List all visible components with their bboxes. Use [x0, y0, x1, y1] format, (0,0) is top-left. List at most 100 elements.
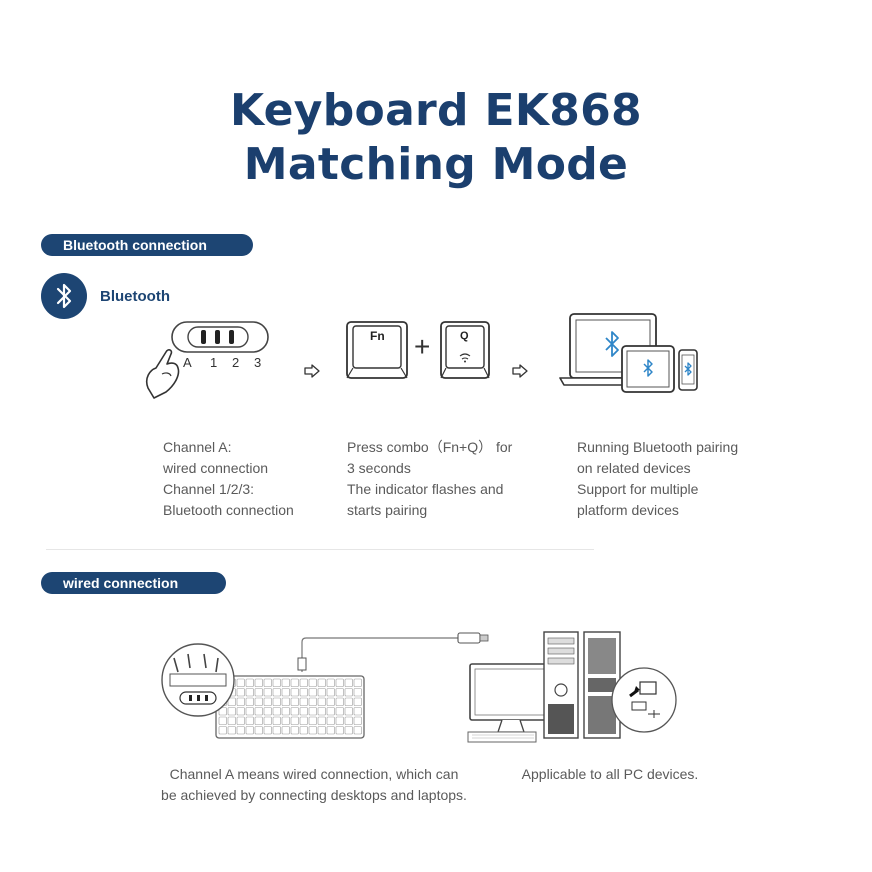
bluetooth-mode-label: Bluetooth	[100, 288, 170, 305]
keycap	[236, 726, 245, 735]
keycap	[263, 716, 272, 725]
keycap	[299, 697, 308, 706]
keycap	[335, 716, 344, 725]
keycap	[236, 678, 245, 687]
keycap	[290, 707, 299, 716]
keycap	[299, 716, 308, 725]
keycap	[344, 697, 353, 706]
bluetooth-icon	[41, 273, 87, 319]
keycap	[344, 716, 353, 725]
wired-caption-pc: Applicable to all PC devices.	[521, 766, 699, 782]
keycap	[272, 697, 281, 706]
keycap	[317, 707, 326, 716]
wired-section-pill: wired connection	[41, 572, 226, 594]
keycap	[272, 678, 281, 687]
keycap	[326, 716, 335, 725]
keycap	[353, 697, 362, 706]
keycap	[326, 707, 335, 716]
keycap	[227, 716, 236, 725]
page-title-line2: Matching Mode	[243, 139, 629, 190]
keycap	[335, 707, 344, 716]
keycap	[344, 707, 353, 716]
keycap	[344, 678, 353, 687]
keycap	[263, 697, 272, 706]
keycap	[281, 697, 290, 706]
desktop-tower-icon	[543, 631, 621, 739]
keycap	[245, 697, 254, 706]
fn-key-icon	[346, 321, 408, 379]
keycap	[218, 707, 227, 716]
step-description-combo: Press combo（Fn+Q） for 3 seconds The indi…	[347, 439, 513, 518]
keycap	[326, 688, 335, 697]
keycap	[308, 707, 317, 716]
magnified-switch-detail	[161, 643, 235, 717]
keyboard-icon	[215, 675, 365, 739]
keycap	[218, 716, 227, 725]
keycap	[272, 707, 281, 716]
keycap	[317, 688, 326, 697]
bluetooth-devices-illustration	[559, 313, 698, 393]
keycap	[299, 707, 308, 716]
keycap	[281, 707, 290, 716]
keycap	[344, 688, 353, 697]
keycap	[353, 707, 362, 716]
keycap	[272, 688, 281, 697]
keycap	[326, 678, 335, 687]
switch-label-3: 3	[254, 355, 262, 370]
plus-sign: +	[414, 331, 431, 362]
keycap	[272, 716, 281, 725]
keycap	[281, 726, 290, 735]
wired-keyboard-illustration	[161, 632, 489, 739]
keycap	[290, 716, 299, 725]
keycap	[326, 726, 335, 735]
keycap	[299, 688, 308, 697]
keycap	[236, 688, 245, 697]
step-description-pairing: Running Bluetooth pairing on related dev…	[577, 439, 739, 518]
keycap	[308, 688, 317, 697]
section-divider	[46, 549, 594, 550]
keycap	[236, 697, 245, 706]
desktop-pc-illustration	[467, 631, 677, 743]
keycap	[290, 697, 299, 706]
keycap	[326, 697, 335, 706]
usb-port-icon	[611, 667, 677, 733]
keycap	[290, 678, 299, 687]
keycap	[272, 726, 281, 735]
keycap	[254, 688, 263, 697]
keycap	[227, 726, 236, 735]
keycap	[308, 726, 317, 735]
keycap	[263, 688, 272, 697]
keycap	[317, 716, 326, 725]
keycap	[245, 688, 254, 697]
hand-pointer-icon	[145, 349, 180, 399]
monitor-icon	[467, 663, 551, 743]
keycap	[263, 678, 272, 687]
keycap	[299, 726, 308, 735]
tablet-icon	[621, 345, 675, 393]
keycap	[236, 707, 245, 716]
keycap	[254, 678, 263, 687]
q-key-icon	[440, 321, 490, 379]
switch-label-1: 1	[210, 355, 218, 370]
phone-icon	[678, 349, 698, 391]
arrow-right-icon	[512, 364, 528, 378]
keycap	[245, 726, 254, 735]
keycap	[308, 678, 317, 687]
switch-label-2: 2	[232, 355, 240, 370]
arrow-right-icon	[304, 364, 320, 378]
keycap	[281, 688, 290, 697]
keycap	[317, 726, 326, 735]
keycap	[245, 707, 254, 716]
keycap	[245, 678, 254, 687]
keycap	[263, 707, 272, 716]
keycap	[254, 716, 263, 725]
fn-key-label: Fn	[370, 329, 385, 343]
keycap	[236, 716, 245, 725]
keycap	[344, 726, 353, 735]
keycap	[308, 716, 317, 725]
keycap	[218, 726, 227, 735]
keycap	[299, 678, 308, 687]
keycap	[227, 707, 236, 716]
keycap	[308, 697, 317, 706]
keycap	[254, 697, 263, 706]
